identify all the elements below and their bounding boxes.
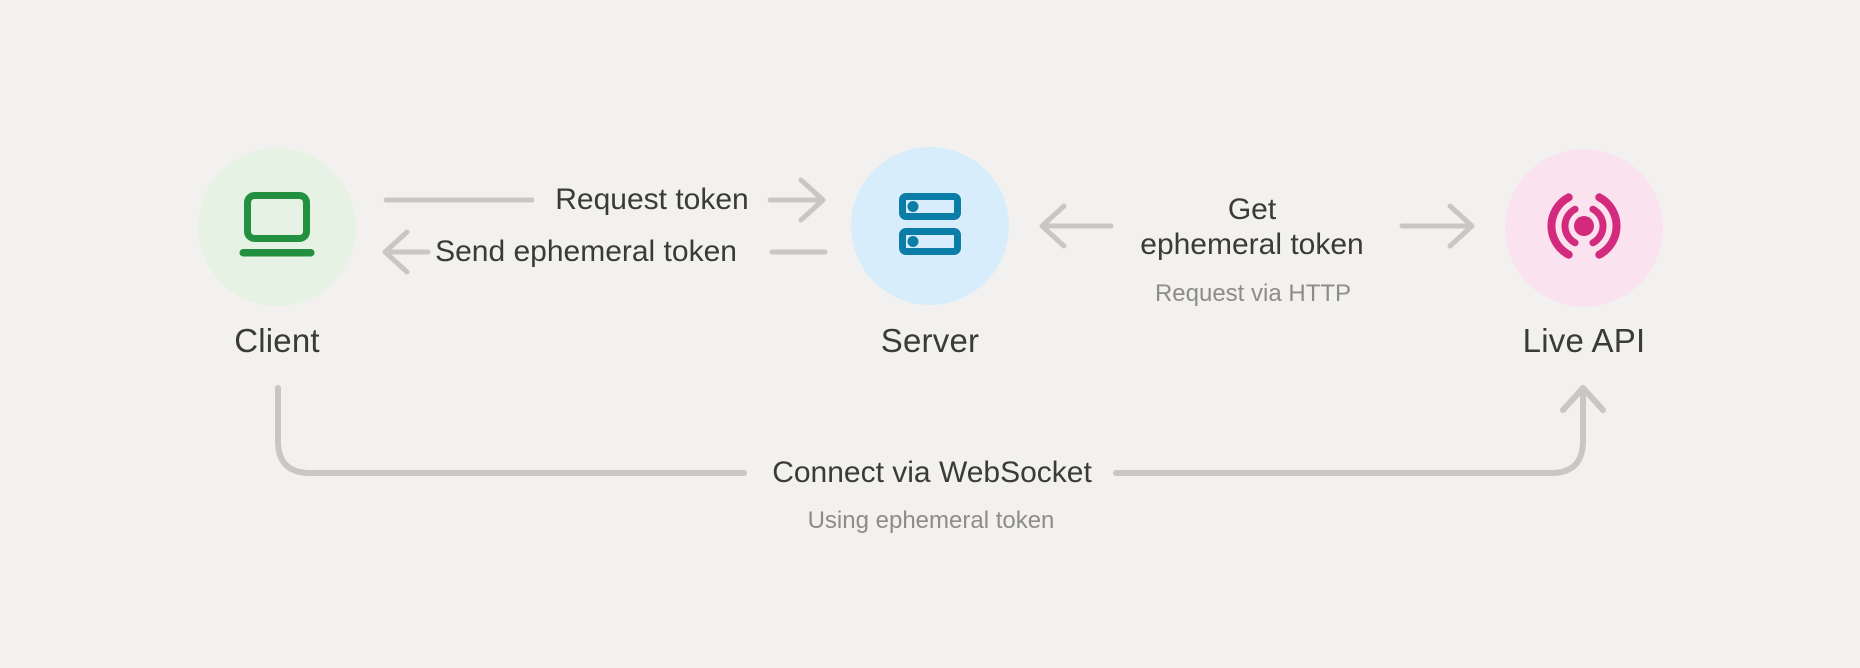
- request-token-label: Request token: [555, 183, 749, 216]
- request-token-arrowhead: [798, 177, 826, 223]
- client-node: [198, 148, 356, 306]
- server-icon: [899, 192, 961, 260]
- laptop-icon: [237, 191, 317, 263]
- websocket-path-right: [1113, 389, 1586, 476]
- get-ephemeral-token-label: Get ephemeral token: [1140, 192, 1363, 262]
- connect-websocket-label: Connect via WebSocket: [772, 456, 1092, 489]
- get-token-left-arrowhead: [1039, 203, 1067, 249]
- live-broadcast-icon: [1540, 188, 1628, 269]
- server-node: [851, 147, 1009, 305]
- live-api-label: Live API: [1522, 322, 1646, 359]
- websocket-arrowhead: [1560, 385, 1606, 413]
- websocket-path-left: [275, 385, 747, 476]
- server-label: Server: [880, 322, 980, 359]
- get-ephemeral-token-label-line2: ephemeral token: [1140, 228, 1364, 261]
- using-ephemeral-token-sublabel: Using ephemeral token: [807, 507, 1055, 534]
- request-via-http-sublabel: Request via HTTP: [1154, 280, 1352, 307]
- get-ephemeral-token-label-line1: Get: [1227, 193, 1277, 226]
- send-token-arrowhead: [382, 229, 410, 275]
- get-token-right-arrowhead: [1447, 203, 1475, 249]
- client-label: Client: [234, 322, 320, 359]
- live-api-node: [1505, 149, 1663, 307]
- send-ephemeral-token-label: Send ephemeral token: [435, 235, 737, 268]
